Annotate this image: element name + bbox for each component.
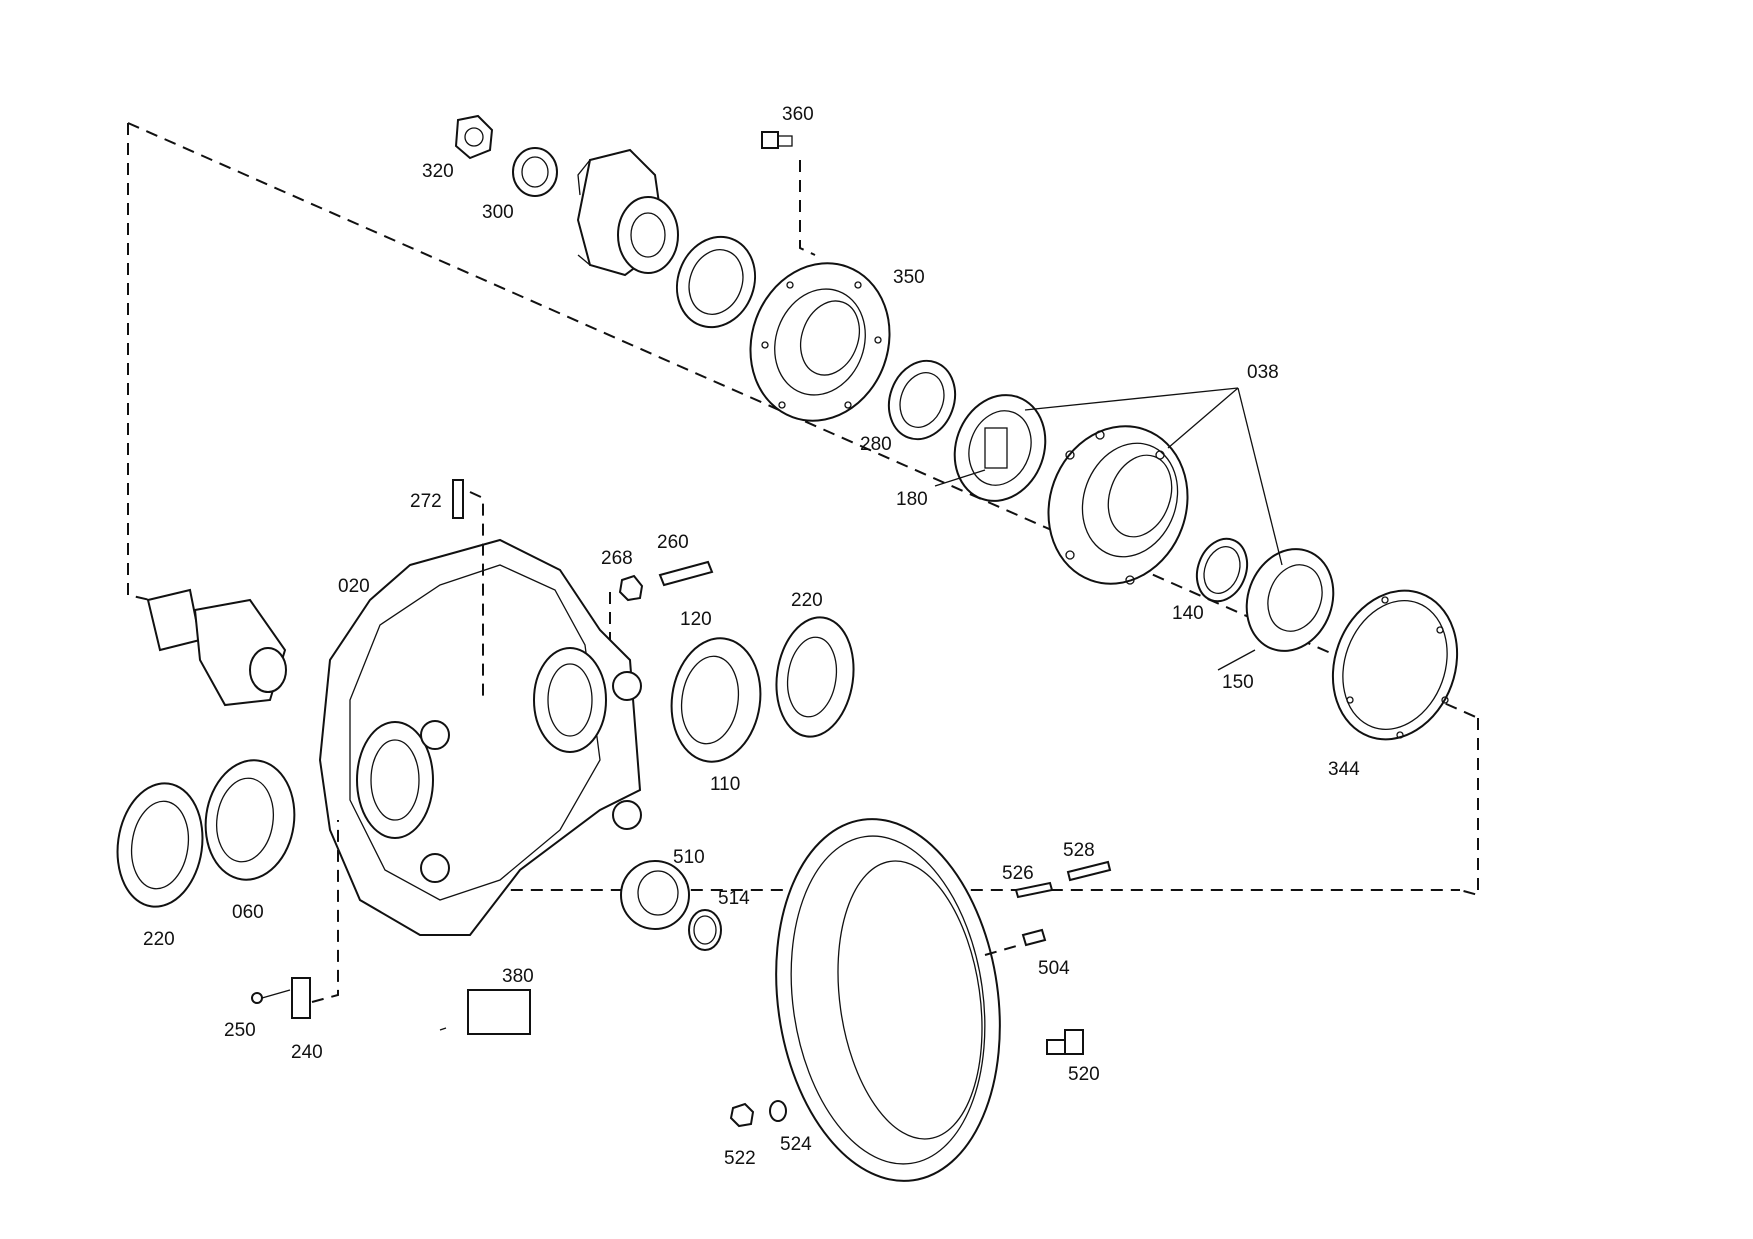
plate-380: [439, 989, 531, 1035]
label-344: 344: [1328, 759, 1360, 780]
label-150: 150: [1222, 672, 1254, 693]
washer-300: [512, 147, 558, 197]
bearing-120-110: [670, 637, 762, 763]
label-240: 240: [291, 1042, 323, 1063]
pin-528: [1066, 860, 1112, 882]
dowel-504: [984, 928, 1047, 956]
bearing-180: [953, 394, 1047, 502]
bolt-360: [761, 131, 816, 256]
label-268: 268: [601, 548, 633, 569]
label-514: 514: [718, 888, 750, 909]
washer-524: [769, 1100, 787, 1122]
label-300: 300: [482, 202, 514, 223]
pinion-shaft: [146, 588, 287, 707]
bearing-housing-038: [1047, 425, 1189, 585]
label-220-left: 220: [143, 929, 175, 950]
crown-gear: [775, 818, 1001, 1182]
label-280: 280: [860, 434, 892, 455]
hex-nut-320: [454, 114, 494, 160]
label-060: 060: [232, 902, 264, 923]
label-038: 038: [1247, 362, 1279, 383]
label-140: 140: [1172, 603, 1204, 624]
label-350: 350: [893, 267, 925, 288]
snap-ring-514: [688, 909, 722, 951]
label-380: 380: [502, 966, 534, 987]
gasket-344: [1331, 589, 1459, 741]
label-020: 020: [338, 576, 370, 597]
bearing-220-right: [775, 616, 855, 738]
label-320: 320: [422, 161, 454, 182]
pin-526: [1014, 881, 1054, 899]
cover-plate-350: [749, 262, 891, 422]
flange-yoke: [576, 148, 679, 277]
label-180: 180: [896, 489, 928, 510]
label-524: 524: [780, 1134, 812, 1155]
label-510: 510: [673, 847, 705, 868]
label-250: 250: [224, 1020, 256, 1041]
label-360: 360: [782, 104, 814, 125]
label-528: 528: [1063, 840, 1095, 861]
label-110: 110: [710, 774, 740, 795]
label-522: 522: [724, 1148, 756, 1169]
bracket-272: [452, 479, 484, 700]
bolt-520: [1046, 1029, 1084, 1055]
label-220-right: 220: [791, 590, 823, 611]
differential-housing-020: [318, 538, 642, 936]
screw-250: [251, 989, 291, 1004]
nut-522: [729, 1102, 755, 1128]
label-120: 120: [680, 609, 712, 630]
bearing-150: [1245, 548, 1335, 652]
label-272: 272: [410, 491, 442, 512]
bearing-060: [204, 759, 296, 881]
label-526: 526: [1002, 863, 1034, 884]
label-520: 520: [1068, 1064, 1100, 1085]
seal-ring: [675, 235, 757, 329]
toothed-ring-220-left: [116, 782, 204, 908]
label-260: 260: [657, 532, 689, 553]
leader-lines: [934, 387, 1283, 671]
seal-280: [887, 359, 957, 441]
label-504: 504: [1038, 958, 1070, 979]
bearing-510: [620, 860, 690, 930]
part-number-labels: 360 320 300 350 038 280 180 272 260 268 …: [143, 104, 1360, 1169]
stud-260: [658, 560, 714, 587]
ring-140: [1195, 537, 1249, 603]
nut-268: [609, 574, 644, 640]
bracket-240: [291, 820, 339, 1019]
